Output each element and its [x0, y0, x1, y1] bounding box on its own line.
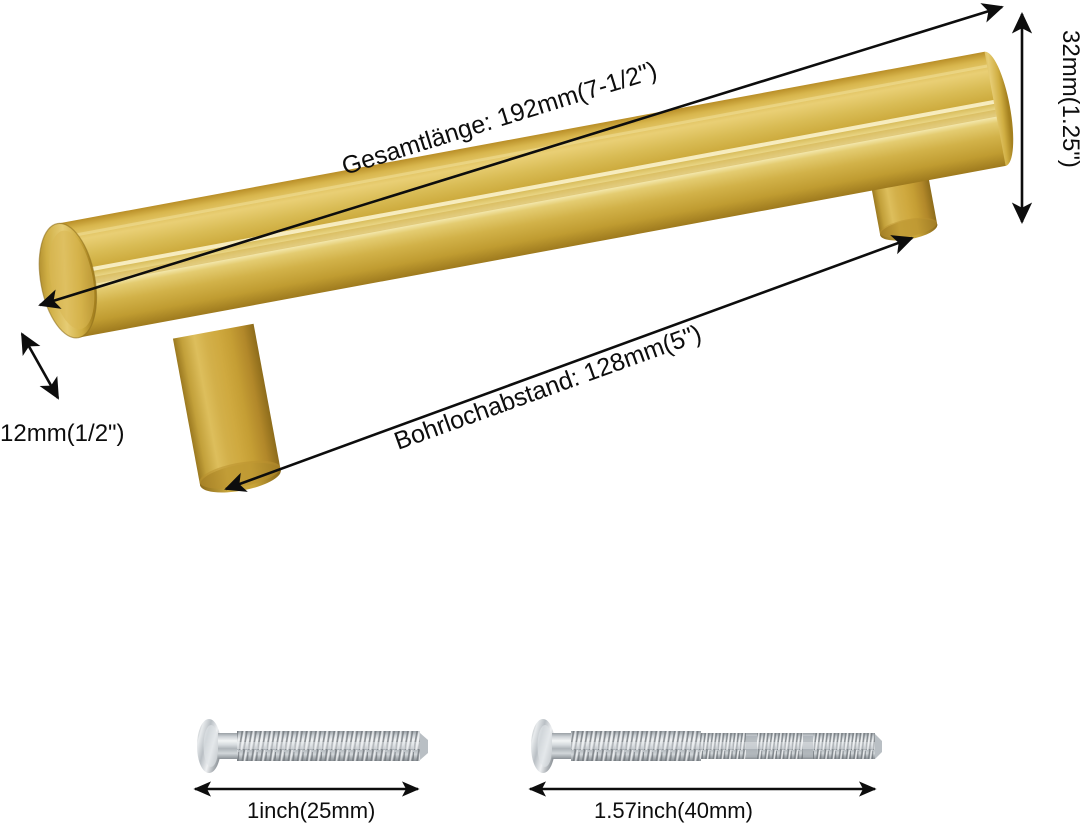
screw-short: 1inch(25mm) [193, 719, 428, 823]
handle-leg-left [172, 323, 281, 493]
screw-long-threads [571, 731, 875, 761]
center-to-center-arrow [224, 235, 914, 492]
handle-bar [38, 51, 1014, 339]
dimension-projection-height: 32mm(1.25") [1011, 12, 1080, 224]
dimension-bar-diameter: 12mm(1/2") [0, 332, 125, 447]
center-to-center-label: Bohrlochabstand: 128mm(5") [391, 319, 706, 455]
bar-diameter-arrow [20, 332, 60, 400]
screw-short-threads [237, 731, 420, 761]
bar-diameter-label: 12mm(1/2") [0, 420, 125, 447]
overall-length-arrow [38, 3, 1004, 309]
screw-long-label: 1.57inch(40mm) [594, 798, 753, 823]
projection-height-label: 32mm(1.25") [1057, 30, 1080, 168]
screw-short-label: 1inch(25mm) [247, 798, 375, 823]
screw-long: 1.57inch(40mm) [528, 719, 882, 823]
